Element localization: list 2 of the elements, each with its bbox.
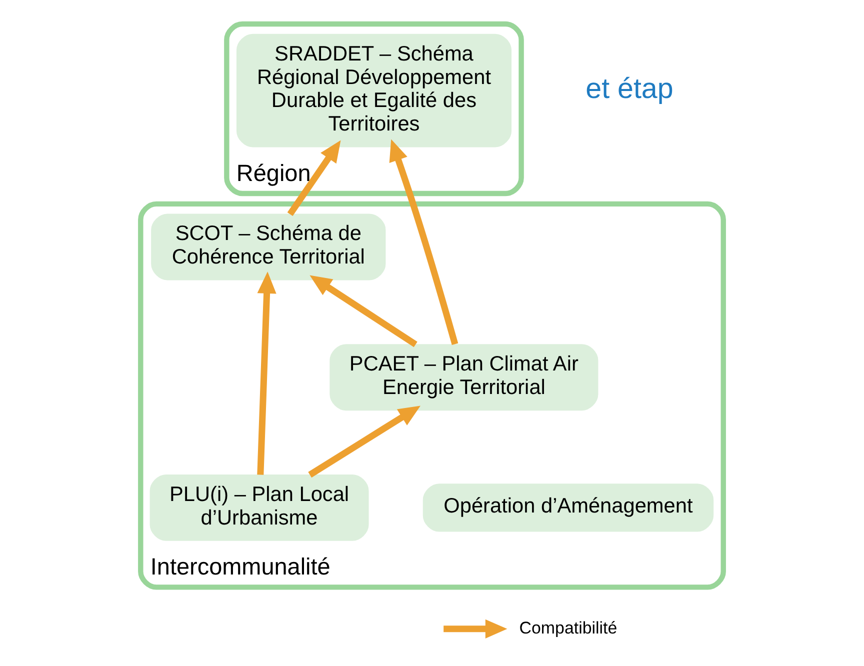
label: et étap xyxy=(586,72,674,105)
legend-label: Compatibilité xyxy=(519,618,618,638)
